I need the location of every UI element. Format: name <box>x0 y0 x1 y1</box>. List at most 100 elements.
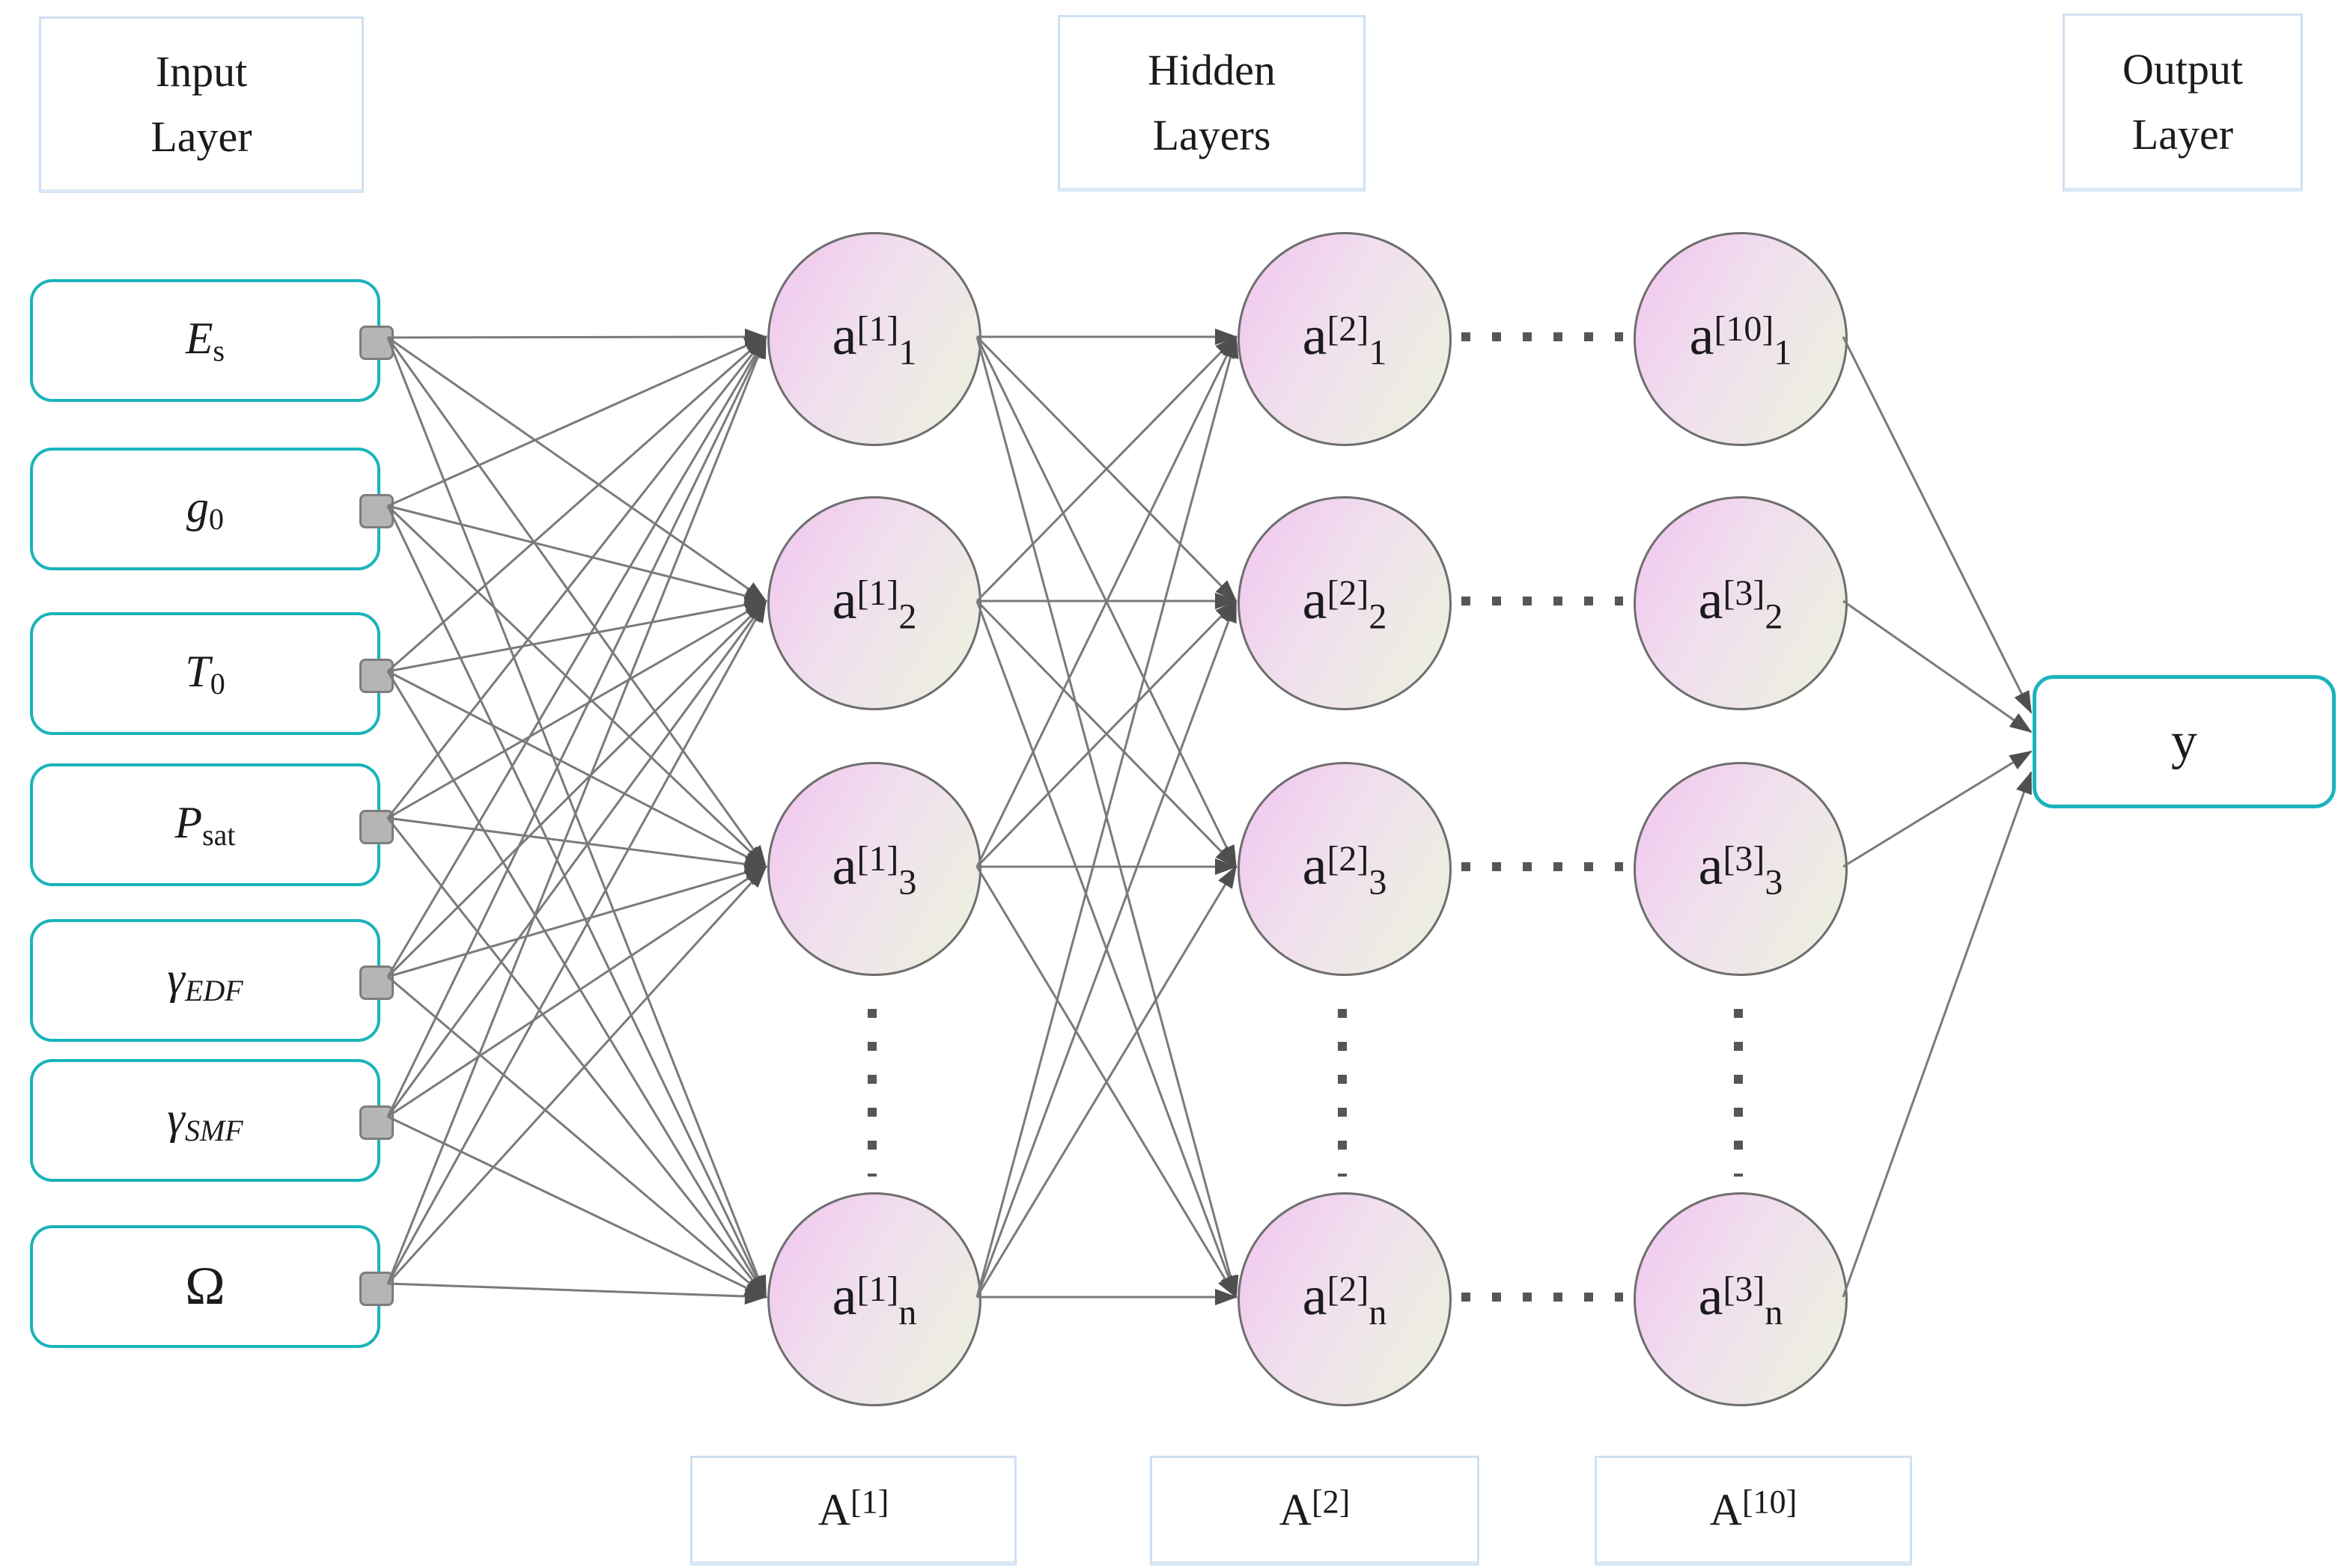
hidden-node-a2-2: a[2]2 <box>1238 496 1452 710</box>
hidden-node-a2-3: a[2]3 <box>1238 762 1452 976</box>
label-sub: n <box>1369 1293 1387 1333</box>
label-sup: [2] <box>1312 1483 1351 1521</box>
label-base: a <box>1302 835 1327 897</box>
node-label: a[2]1 <box>1303 305 1387 373</box>
label-base: T <box>185 647 210 696</box>
edge-input-hidden1 <box>386 504 767 868</box>
node-label: a[10]1 <box>1690 305 1792 373</box>
input-node-label: Psat <box>174 797 235 852</box>
label-base: A <box>818 1485 851 1535</box>
label-sub: n <box>898 1293 917 1333</box>
edge-input-hidden1 <box>387 335 767 673</box>
hidden-node-a1-n: a[1]n <box>767 1192 981 1406</box>
edge-hidden1-hidden2 <box>975 600 1238 1299</box>
label-base: a <box>1698 1266 1723 1328</box>
label-base: a <box>1689 305 1714 367</box>
label-sup: [1] <box>856 839 899 879</box>
input-node-label: Ω <box>185 1255 225 1319</box>
input-node-g0: g0 <box>30 448 394 570</box>
edge-input-hidden1 <box>386 335 767 977</box>
edge-input-hidden1 <box>387 597 767 673</box>
input-node-label: T0 <box>185 646 225 701</box>
edge-hidden1-hidden2 <box>975 335 1239 1298</box>
connector-handle <box>359 810 394 844</box>
edge-input-hidden1 <box>386 600 767 978</box>
input-node-T0: T0 <box>30 612 394 735</box>
label-sub: 0 <box>210 667 225 701</box>
output-layer-title: Output Layer <box>2063 13 2303 192</box>
label-base: a <box>1698 835 1723 897</box>
edge-input-hidden1 <box>387 336 767 603</box>
connector-handle <box>359 1105 394 1140</box>
edge-hidden1-hidden2 <box>975 600 1238 1298</box>
edge-input-hidden1 <box>386 335 767 1117</box>
edge-input-hidden1 <box>386 817 767 1299</box>
label-base: E <box>185 314 213 363</box>
input-node-Psat: Psat <box>30 763 394 886</box>
layer-tag-A1: A[1] <box>690 1456 1017 1566</box>
edge-hidden1-hidden2 <box>975 600 1238 868</box>
hidden-node-a3-n: a[3]n <box>1634 1192 1848 1406</box>
edge-input-hidden1 <box>387 864 767 978</box>
connector-handle <box>359 326 394 360</box>
tag-label: A[2] <box>1279 1483 1351 1537</box>
edge-input-hidden1 <box>387 1115 767 1299</box>
label-sup: [1] <box>856 1269 899 1310</box>
edge-hidden1-hidden2 <box>975 336 1238 868</box>
edge-hidden1-hidden2 <box>975 866 1238 1299</box>
title-line: Output <box>2122 45 2244 94</box>
label-base: A <box>1279 1485 1312 1535</box>
input-layer-title: Input Layer <box>39 16 364 193</box>
label-base: a <box>832 570 857 632</box>
label-sub: 3 <box>1765 862 1783 903</box>
edge-input-hidden1 <box>387 817 767 873</box>
label-sub: SMF <box>184 1114 243 1147</box>
hidden-node-a2-n: a[2]n <box>1238 1192 1452 1406</box>
label-sub: 2 <box>1765 597 1783 637</box>
input-node-gamma-SMF: γSMF <box>30 1059 394 1182</box>
input-node-Es: Es <box>30 279 394 402</box>
label-sup: [2] <box>1327 839 1369 879</box>
node-label: a[1]2 <box>832 569 917 637</box>
edge-input-hidden1 <box>387 335 767 507</box>
label-sub: 3 <box>1369 862 1387 903</box>
edge-input-hidden1 <box>386 600 767 1284</box>
output-node-y: y <box>2033 675 2336 808</box>
edge-input-hidden1 <box>386 337 767 1299</box>
node-label: a[3]2 <box>1699 569 1783 637</box>
connector-handle <box>359 494 394 528</box>
hidden-node-a2-1: a[2]1 <box>1238 232 1452 446</box>
label-base: a <box>1302 570 1327 632</box>
input-node-label: Es <box>186 313 225 368</box>
label-sup: [3] <box>1723 573 1765 614</box>
edge-hidden-output <box>1842 600 2033 733</box>
label-sup: [2] <box>1327 573 1369 614</box>
label-base: g <box>186 482 209 531</box>
hidden-node-a1-3: a[1]3 <box>767 762 981 976</box>
edge-hidden-output <box>1842 336 2033 714</box>
label-sub: 2 <box>898 597 917 637</box>
title-line: Layers <box>1152 111 1271 159</box>
node-label: a[1]1 <box>832 305 917 373</box>
edge-input-hidden1 <box>387 600 767 820</box>
connector-handle <box>359 659 394 693</box>
title-line: Hidden <box>1148 46 1276 94</box>
label-sup: [10] <box>1714 309 1774 350</box>
label-sup: [3] <box>1723 1269 1765 1310</box>
label-sup: [1] <box>856 309 899 350</box>
label-base: a <box>1302 305 1327 367</box>
edge-hidden1-hidden2 <box>975 600 1238 868</box>
label-sub: 0 <box>209 502 224 536</box>
hidden-node-a3-3: a[3]3 <box>1634 762 1848 976</box>
label-sup: [10] <box>1742 1483 1797 1521</box>
label-sub: EDF <box>184 974 243 1007</box>
label-base: a <box>832 1266 857 1328</box>
edge-input-hidden1 <box>387 329 767 346</box>
label-sub: 1 <box>1369 332 1387 373</box>
connector-handle <box>359 1272 394 1306</box>
node-label: a[1]n <box>832 1265 917 1333</box>
label-base: P <box>174 798 203 847</box>
edge-hidden-output <box>1842 771 2033 1298</box>
label-sub: 3 <box>898 862 917 903</box>
